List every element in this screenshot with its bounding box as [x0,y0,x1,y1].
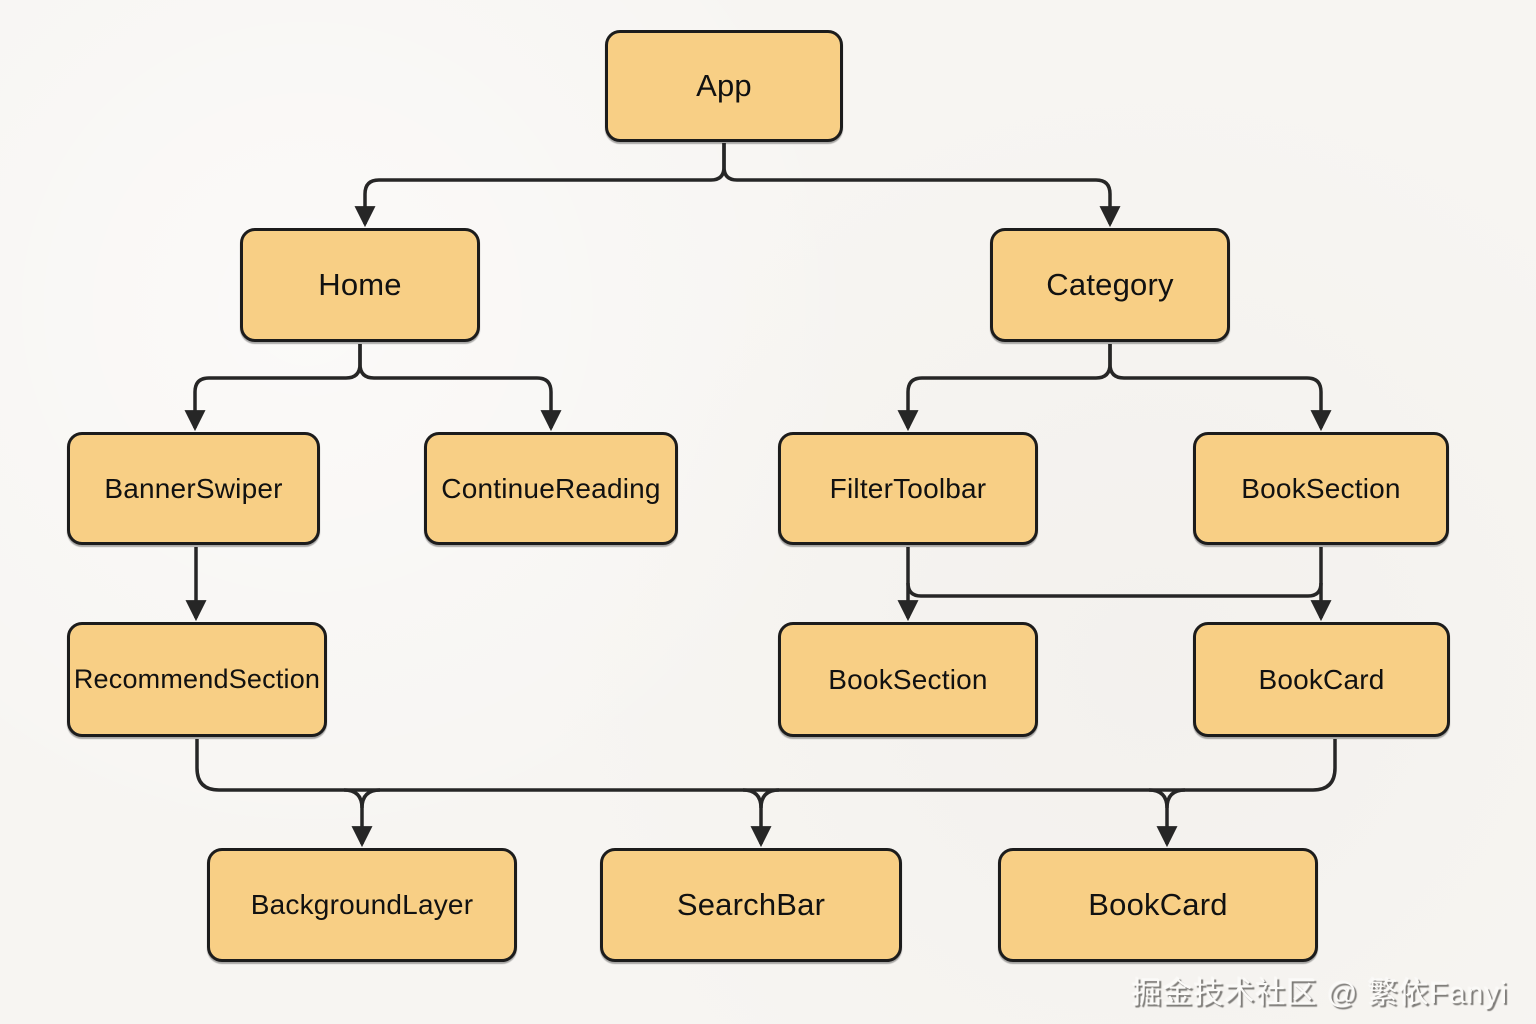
edge-drop-searchbar [742,788,772,848]
edge-crossbar [906,582,1323,598]
node-background-layer: BackgroundLayer [207,848,517,962]
node-recommend-section: RecommendSection [67,622,327,737]
edge-drop-backgroundlayer-fillet [360,788,381,809]
edge-app-home [354,143,726,228]
node-app: App [605,30,843,142]
node-home: Home [240,228,480,342]
node-book-section-2: BookSection [778,622,1038,737]
edge-home-bannerswiper [184,344,362,432]
edge-bottom-bus [195,739,1337,792]
node-category: Category [990,228,1230,342]
node-continue-reading: ContinueReading [424,432,678,545]
edge-category-filtertoolbar [897,344,1112,432]
watermark: 掘金技术社区 @ 繁依Fanyi [1131,977,1508,1010]
node-banner-swiper: BannerSwiper [67,432,320,545]
node-filter-toolbar: FilterToolbar [778,432,1038,545]
edge-home-continuereading [358,344,562,432]
node-book-card-mid: BookCard [1193,622,1450,737]
edge-drop-bookcardbottom-fillet [1165,788,1186,809]
node-book-section: BookSection [1193,432,1449,545]
edge-drop-backgroundlayer [343,788,373,848]
node-book-card-bottom: BookCard [998,848,1318,962]
edge-category-booksection [1108,344,1332,432]
node-search-bar: SearchBar [600,848,902,962]
edge-app-category [722,143,1121,228]
edge-drop-bookcardbottom [1148,788,1178,848]
edge-drop-searchbar-fillet [759,788,780,809]
